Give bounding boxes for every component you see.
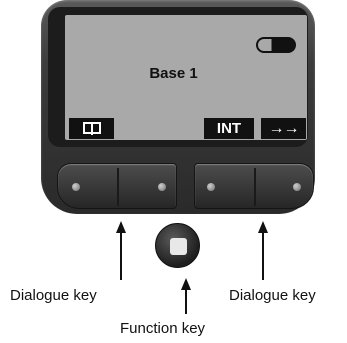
arrow-left-head [116,221,126,233]
book-icon [82,122,101,135]
softkey-int[interactable]: INT [204,118,254,139]
label-left-dialogue-key: Dialogue key [10,287,97,304]
arrow-right-head [258,221,268,233]
left-dialogue-key[interactable] [57,163,177,209]
arrow-function-head [181,278,191,290]
softkey-forward[interactable]: →→ [261,118,306,139]
key-indicator-dot [158,183,166,191]
label-right-dialogue-key: Dialogue key [229,287,316,304]
key-indicator-dot [207,183,215,191]
softkey-phonebook[interactable] [69,118,114,139]
key-indicator-dot [72,183,80,191]
label-function-key: Function key [120,320,206,337]
key-indicator-dot [293,183,301,191]
menu-icon [170,238,187,255]
key-divider [117,168,119,206]
display-title: Base 1 [149,65,198,82]
battery-icon [256,37,296,53]
function-key-button[interactable] [155,223,200,268]
key-divider [254,168,256,206]
right-dialogue-key[interactable] [194,163,314,209]
